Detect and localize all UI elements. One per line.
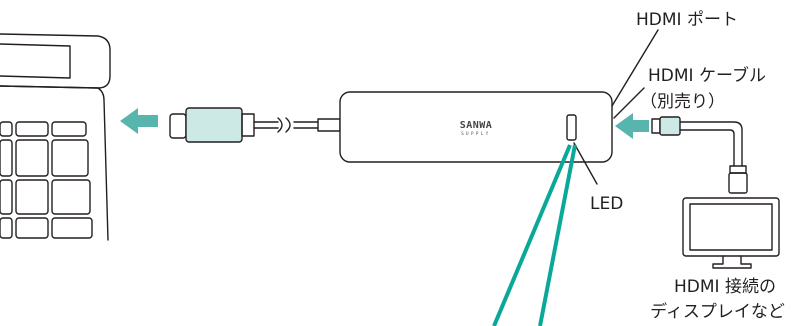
led-label: LED (590, 194, 624, 214)
led-callout-line-right (538, 144, 577, 326)
led-leader-line (573, 142, 598, 185)
hdmi-port-label: HDMI ポート (636, 10, 738, 30)
brand-name: SANWA (459, 120, 493, 131)
usb-c-plug-icon (169, 107, 341, 143)
laptop-icon (0, 33, 111, 241)
hdmi-cable-leader-line (613, 87, 645, 119)
display-label: HDMI 接続の (674, 277, 776, 297)
right-arrow-icon (615, 113, 649, 139)
hdmi-cable-label: HDMI ケーブル (648, 66, 766, 86)
hdmi-cable-note: （別売り） (640, 92, 725, 112)
hdmi-port-leader-line (611, 29, 659, 107)
led-callout-line-left (492, 144, 572, 326)
display-note: ディスプレイなど (650, 302, 785, 322)
adapter-body (339, 91, 613, 163)
led-indicator (566, 114, 577, 141)
hdmi-cable-icon (651, 116, 748, 194)
brand-subtext: SUPPLY (461, 131, 491, 136)
left-arrow-icon (120, 108, 158, 134)
monitor-icon (682, 197, 780, 269)
brand-logo: SANWA SUPPLY (453, 120, 499, 137)
